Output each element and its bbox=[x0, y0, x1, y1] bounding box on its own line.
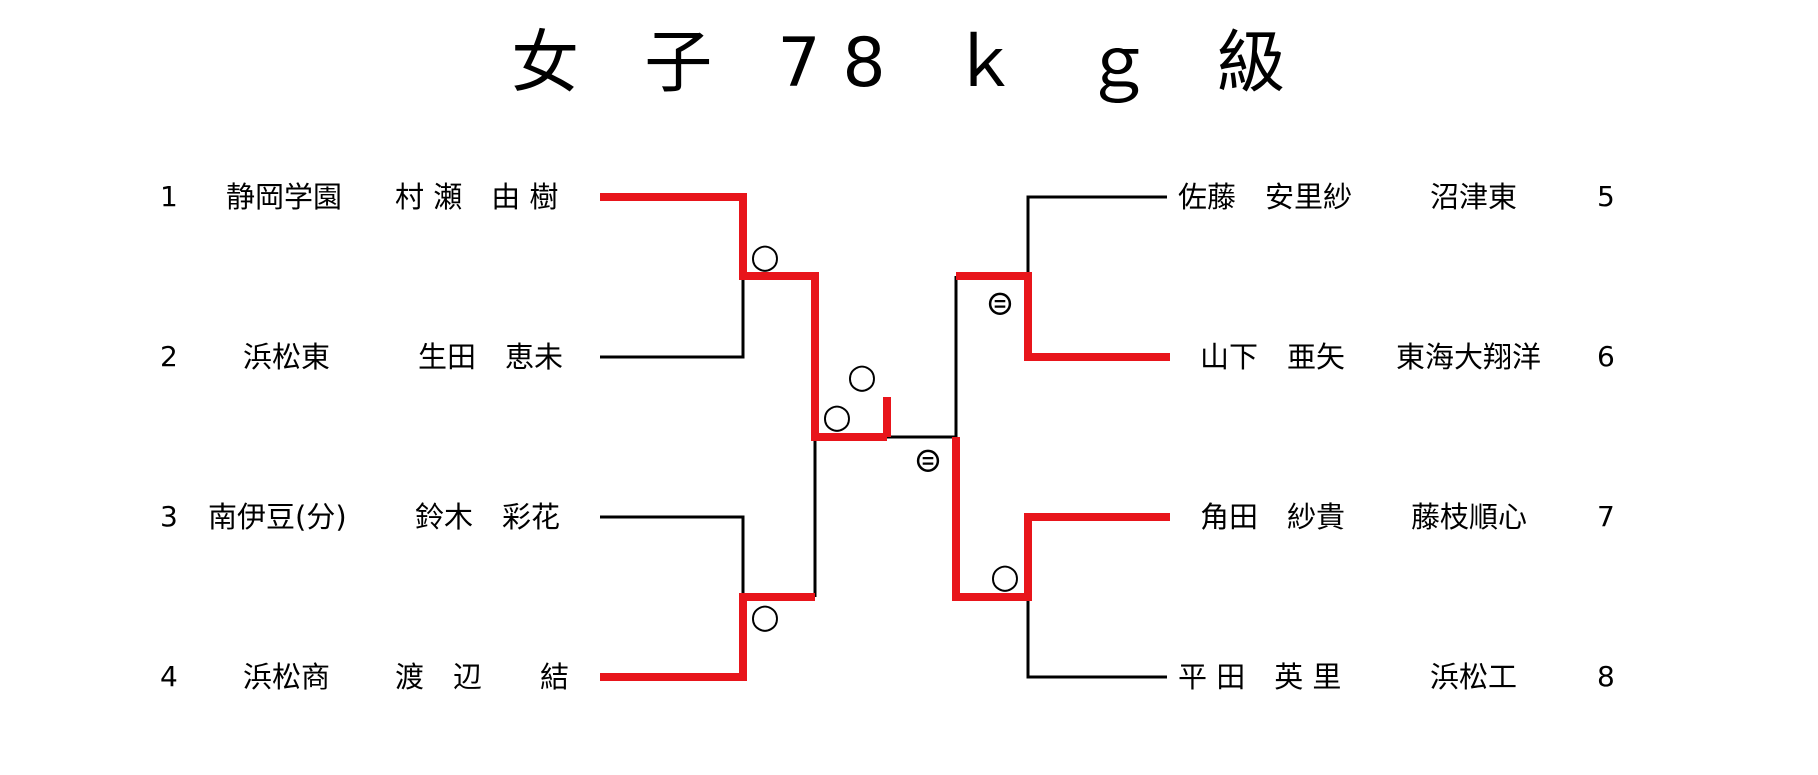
winner-line-4 bbox=[600, 593, 815, 681]
decision-mark-final: ⊜ bbox=[914, 441, 943, 481]
seed-number-6: 6 bbox=[1597, 340, 1615, 373]
win-mark-7: ○ bbox=[990, 557, 1020, 597]
winner-line-7 bbox=[952, 437, 1170, 601]
player-name-6: 山下 亜矢 bbox=[1200, 340, 1346, 374]
school-name-5: 沼津東 bbox=[1430, 180, 1518, 214]
player-name-7: 角田 紗貴 bbox=[1200, 500, 1346, 534]
winner-line-1 bbox=[600, 193, 887, 441]
seed-number-4: 4 bbox=[160, 660, 178, 693]
bracket-line-3 bbox=[600, 515, 745, 597]
school-name-6: 東海大翔洋 bbox=[1396, 340, 1542, 374]
player-name-2: 生田 恵未 bbox=[418, 340, 564, 374]
school-name-3: 南伊豆(分) bbox=[208, 500, 347, 534]
player-name-3: 鈴木 彩花 bbox=[415, 500, 561, 534]
school-name-4: 浜松商 bbox=[243, 660, 331, 694]
player-name-8: 平 田 英 里 bbox=[1178, 660, 1342, 694]
decision-mark-6: ⊜ bbox=[986, 284, 1015, 324]
win-mark-semifinal-lower: ○ bbox=[822, 397, 852, 437]
seed-number-5: 5 bbox=[1597, 180, 1615, 213]
win-mark-semifinal-upper: ○ bbox=[847, 357, 877, 397]
seed-number-7: 7 bbox=[1597, 500, 1615, 533]
bracket-line-2 bbox=[600, 276, 745, 359]
win-mark-1: ○ bbox=[750, 237, 780, 277]
school-name-2: 浜松東 bbox=[243, 340, 331, 374]
seed-number-8: 8 bbox=[1597, 660, 1615, 693]
bracket-line-8 bbox=[1026, 597, 1167, 679]
seed-number-2: 2 bbox=[160, 340, 178, 373]
player-name-4: 渡 辺 結 bbox=[395, 660, 570, 694]
school-name-8: 浜松工 bbox=[1430, 660, 1518, 694]
seed-number-3: 3 bbox=[160, 500, 178, 533]
page-title: 女 子 78 ｋ ｇ 級 bbox=[511, 24, 1307, 103]
school-name-1: 静岡学園 bbox=[226, 180, 343, 214]
winner-line-6 bbox=[956, 272, 1170, 361]
seed-number-1: 1 bbox=[160, 180, 178, 213]
school-name-7: 藤枝順心 bbox=[1411, 500, 1528, 534]
bracket-line-5 bbox=[1026, 195, 1167, 276]
win-mark-4: ○ bbox=[750, 597, 780, 637]
player-name-1: 村 瀬 由 樹 bbox=[395, 180, 559, 214]
player-name-5: 佐藤 安里紗 bbox=[1178, 180, 1353, 214]
